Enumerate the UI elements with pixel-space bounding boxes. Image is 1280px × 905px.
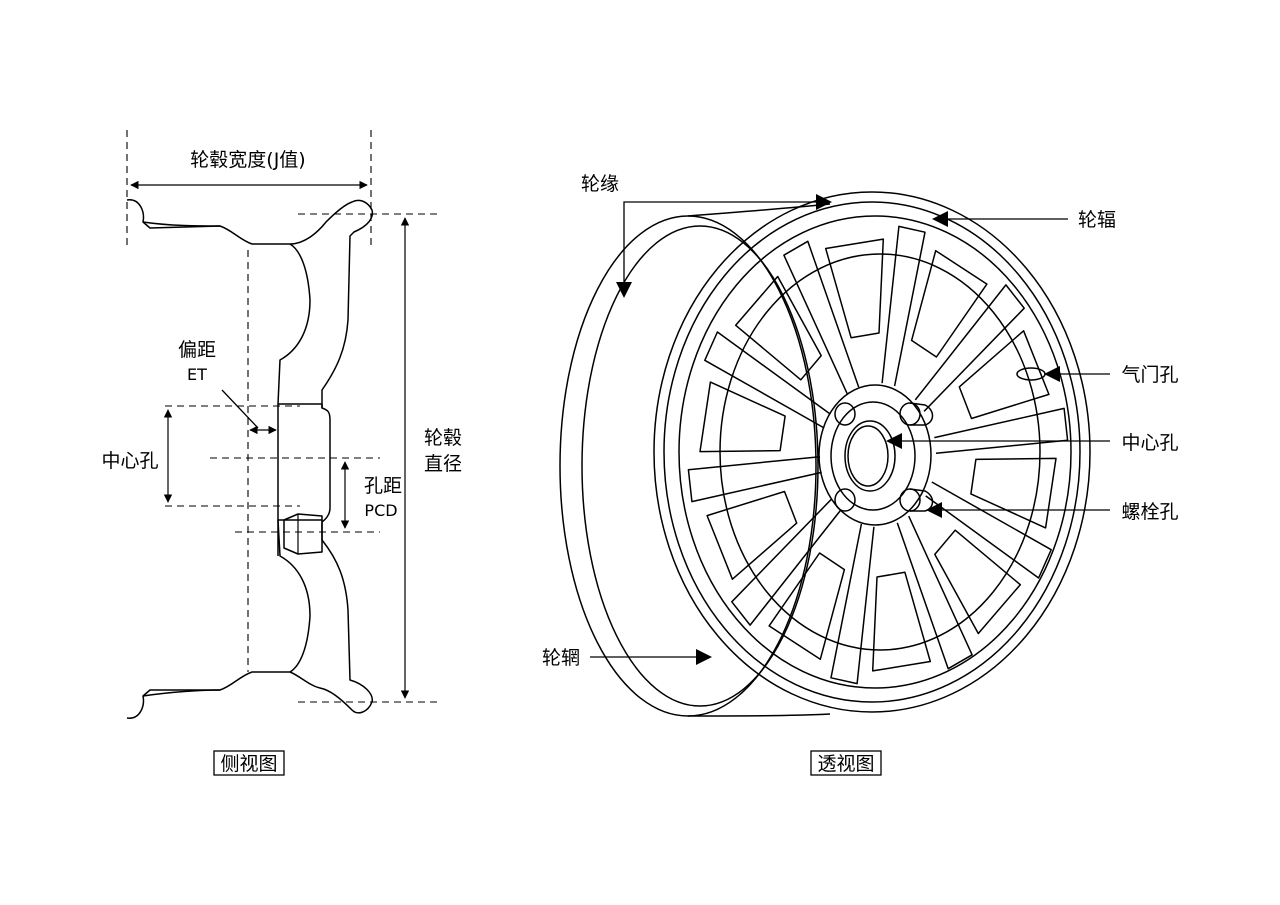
offset-abbr: ET xyxy=(187,365,207,384)
spoke-window xyxy=(970,457,1057,529)
diameter-label-line2: 直径 xyxy=(424,453,462,475)
center-bore-callout: 中心孔 xyxy=(886,432,1179,454)
bolt-hole-callout: 螺栓孔 xyxy=(926,501,1179,523)
pcd-dimension: 孔距 PCD xyxy=(340,461,402,529)
perspective-view-caption: 透视图 xyxy=(810,750,882,776)
offset-label: 偏距 xyxy=(178,339,216,361)
rim-callout: 轮辋 xyxy=(542,647,712,669)
svg-text:侧视图: 侧视图 xyxy=(220,753,277,775)
spoke-callout: 轮辐 xyxy=(932,209,1116,231)
side-center-bore-label: 中心孔 xyxy=(101,450,158,472)
side-view-caption: 侧视图 xyxy=(213,750,285,776)
spokes xyxy=(687,225,1069,685)
spoke-window xyxy=(824,238,885,339)
svg-text:透视图: 透视图 xyxy=(817,753,874,775)
spoke xyxy=(687,455,822,503)
valve-hole-callout: 气门孔 xyxy=(1044,364,1179,386)
bolt-holes xyxy=(834,402,934,512)
flange-callout: 轮缘 xyxy=(581,173,832,298)
diameter-label-line1: 轮毂 xyxy=(424,427,462,449)
spoke-window xyxy=(706,490,798,580)
flange-label: 轮缘 xyxy=(581,173,619,195)
spoke xyxy=(731,498,842,626)
rim-profile xyxy=(126,199,374,719)
spoke xyxy=(914,284,1025,412)
valve-hole-label: 气门孔 xyxy=(1121,364,1178,386)
bolt-hole-label: 螺栓孔 xyxy=(1121,501,1178,523)
spoke xyxy=(881,225,926,387)
spoke-window xyxy=(910,249,988,358)
spoke-window xyxy=(958,330,1050,420)
spoke-window xyxy=(768,552,846,661)
spoke-window xyxy=(871,571,932,672)
spoke-label: 轮辐 xyxy=(1078,209,1116,231)
pcd-abbr: PCD xyxy=(364,501,397,520)
spoke xyxy=(934,407,1069,455)
perspective-view: 轮缘 轮辐 气门孔 中心孔 螺栓孔 xyxy=(542,173,1179,776)
spoke xyxy=(783,240,860,395)
hub xyxy=(818,384,934,526)
spoke xyxy=(704,331,831,429)
side-view: 轮毂宽度(J值) 轮毂 xyxy=(101,130,462,776)
diameter-dimension: 轮毂 直径 xyxy=(400,217,462,699)
spoke-window xyxy=(934,529,1022,635)
offset-dimension: 偏距 ET xyxy=(178,339,277,435)
width-dimension: 轮毂宽度(J值) xyxy=(126,130,372,250)
rim-label: 轮辋 xyxy=(542,647,580,669)
spoke xyxy=(925,481,1052,579)
spoke xyxy=(830,523,875,685)
spoke xyxy=(896,515,973,670)
spoke-window xyxy=(699,381,786,453)
width-label: 轮毂宽度(J值) xyxy=(190,149,305,171)
perspective-center-bore-label: 中心孔 xyxy=(1121,432,1178,454)
spoke-window xyxy=(734,275,822,381)
center-bore xyxy=(844,420,896,492)
pcd-label: 孔距 xyxy=(364,475,402,497)
center-bore-dimension: 中心孔 xyxy=(101,409,173,503)
